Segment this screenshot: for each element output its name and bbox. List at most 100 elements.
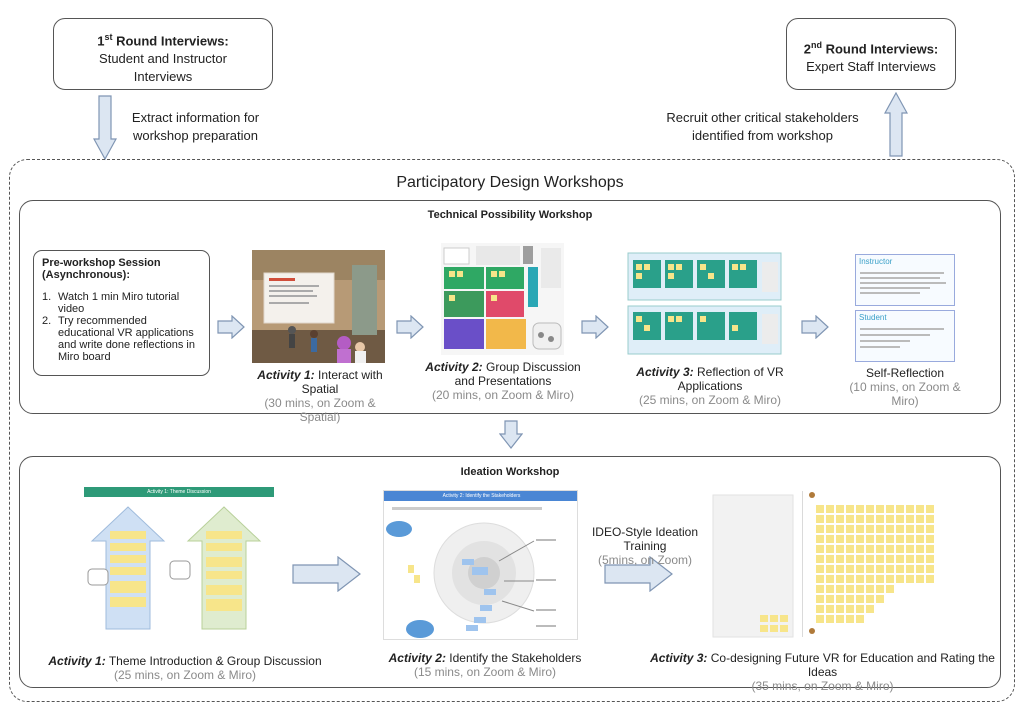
sticky-note (836, 595, 844, 603)
sticky-note (856, 535, 864, 543)
sticky-note (826, 575, 834, 583)
pre-item-2: 2.Try recommended educational VR applica… (42, 315, 195, 363)
sticky-note (926, 545, 934, 553)
sticky-note (816, 575, 824, 583)
sticky-note (846, 595, 854, 603)
sticky-note (876, 575, 884, 583)
instructor-label: Instructor (859, 257, 893, 266)
sticky-note (876, 585, 884, 593)
miro-group-board (441, 243, 564, 355)
down-arrow-between-workshops (499, 420, 523, 449)
sticky-note (896, 575, 904, 583)
sticky-note (876, 545, 884, 553)
sticky-note (866, 515, 874, 523)
sticky-note (846, 585, 854, 593)
down-arrow-extract (93, 95, 117, 161)
miro-reflection-board (627, 252, 782, 355)
stakeholder-board-title: Activity 2: Identify the Stakeholders (442, 493, 521, 499)
up-arrow-recruit (884, 92, 908, 157)
sticky-note (896, 525, 904, 533)
sticky-note (896, 565, 904, 573)
sticky-note (866, 535, 874, 543)
sticky-note (876, 535, 884, 543)
sticky-note (846, 605, 854, 613)
sticky-note (886, 505, 894, 513)
sticky-note (926, 525, 934, 533)
sticky-note (896, 515, 904, 523)
sticky-note (836, 575, 844, 583)
sticky-note (916, 545, 924, 553)
sticky-note (926, 515, 934, 523)
sticky-note (866, 585, 874, 593)
sticky-note (896, 545, 904, 553)
sticky-note (866, 545, 874, 553)
sticky-note (816, 515, 824, 523)
extract-line2: workshop preparation (132, 128, 259, 143)
arrow-ideation-a1-to-a2 (292, 556, 361, 592)
sticky-note (856, 585, 864, 593)
sticky-note (816, 555, 824, 563)
sticky-note (816, 545, 824, 553)
sticky-note (926, 565, 934, 573)
round2-interview-box: 2nd Round Interviews: Expert Staff Inter… (786, 18, 956, 90)
sticky-note (856, 555, 864, 563)
sticky-note (916, 505, 924, 513)
sticky-note (846, 615, 854, 623)
arrow-a3-to-self (801, 315, 829, 339)
sticky-note (826, 595, 834, 603)
sticky-note (876, 565, 884, 573)
sticky-note (816, 595, 824, 603)
sticky-note (906, 555, 914, 563)
sticky-note (856, 505, 864, 513)
sticky-note (866, 525, 874, 533)
sticky-note (826, 605, 834, 613)
ideation-a2-caption: Activity 2: Identify the Stakeholders (1… (388, 651, 582, 679)
sticky-note (886, 585, 894, 593)
sticky-note (886, 575, 894, 583)
extract-note: Extract information for workshop prepara… (118, 109, 273, 145)
sticky-note (856, 575, 864, 583)
self-reflection-board: Instructor Student (853, 252, 955, 362)
arrow-a2-to-a3 (581, 315, 609, 339)
arrow-ideation-a2-to-a3 (604, 556, 673, 592)
sticky-note (916, 555, 924, 563)
arrow-pre-to-a1 (217, 315, 245, 339)
ideation-a3-caption: Activity 3: Co-designing Future VR for E… (650, 651, 995, 693)
sticky-note (876, 515, 884, 523)
sticky-note (866, 575, 874, 583)
sticky-note (856, 595, 864, 603)
sticky-note (836, 585, 844, 593)
sticky-note (826, 565, 834, 573)
sticky-note (836, 565, 844, 573)
recruit-line2: identified from workshop (692, 128, 833, 143)
recruit-line1: Recruit other critical stakeholders (666, 110, 859, 125)
sticky-note (836, 605, 844, 613)
sticky-note (926, 505, 934, 513)
sticky-note (816, 585, 824, 593)
recruit-note: Recruit other critical stakeholders iden… (645, 109, 880, 145)
sticky-note (826, 535, 834, 543)
arrow-a1-to-a2 (396, 315, 424, 339)
sticky-note (846, 525, 854, 533)
sticky-note (856, 545, 864, 553)
sticky-note (836, 505, 844, 513)
sticky-note (846, 535, 854, 543)
sticky-note (856, 565, 864, 573)
ideation-workshop-title: Ideation Workshop (460, 466, 560, 478)
sticky-note (836, 525, 844, 533)
sticky-note (906, 545, 914, 553)
round1-line2: Interviews (133, 69, 193, 85)
round1-title: Round Interviews: (112, 33, 229, 49)
sticky-note (886, 555, 894, 563)
sticky-note (826, 505, 834, 513)
extract-line1: Extract information for (131, 110, 260, 125)
sticky-note (816, 535, 824, 543)
sticky-note (896, 505, 904, 513)
sticky-note (856, 515, 864, 523)
codesign-board (712, 487, 952, 639)
sticky-note (856, 525, 864, 533)
stakeholder-board: Activity 2: Identify the Stakeholders (383, 490, 578, 640)
sticky-note (876, 595, 884, 603)
technical-a1-caption: Activity 1: Interact with Spatial (30 mi… (257, 368, 383, 424)
ideation-a1-caption: Activity 1: Theme Introduction & Group D… (48, 654, 322, 682)
